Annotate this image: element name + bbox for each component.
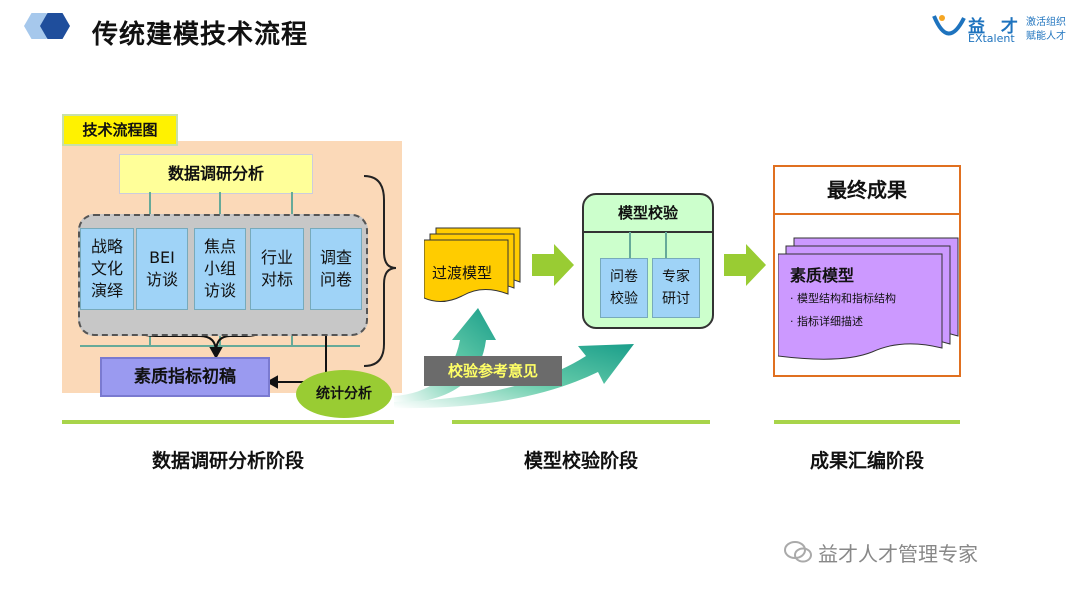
transition-model-stack — [424, 227, 521, 302]
stage-label-2: 模型校验阶段 — [523, 450, 638, 472]
method-survey: 调查 问卷 — [310, 228, 362, 310]
transition-model: 过渡模型 — [432, 264, 493, 282]
survey-validation: 问卷 校验 — [600, 258, 648, 318]
bullet-2-text: 指标详细描述 — [797, 315, 863, 328]
method-bei: BEI 访谈 — [136, 228, 188, 310]
logo-slogan-2: 赋能人才 — [1026, 31, 1066, 42]
method-strategy: 战略 文化 演绎 — [80, 228, 134, 310]
competency-model-stack — [778, 237, 959, 360]
bullet-1: · 模型结构和指标结构 — [790, 292, 896, 305]
arrow-right-icon-1 — [532, 244, 574, 286]
page-title: 传统建模技术流程 — [92, 20, 309, 50]
data-research-box: 数据调研分析 — [119, 154, 313, 194]
method-focus-group: 焦点 小组 访谈 — [194, 228, 246, 310]
stage-line-1 — [62, 420, 394, 424]
logo-sub: EXtalent — [968, 32, 1015, 45]
final-results-title: 最终成果 — [775, 167, 959, 215]
statistics-analysis: 统计分析 — [296, 370, 392, 418]
logo-slogan-1: 激活组织 — [1026, 17, 1066, 28]
wechat-icon — [784, 541, 812, 563]
stage-label-3: 成果汇编阶段 — [809, 450, 924, 472]
logo-brand: 益 才 — [968, 17, 1023, 37]
competency-model-title: 素质模型 — [790, 266, 855, 285]
logo: 益 才 EXtalent 激活组织 赋能人才 — [930, 10, 1070, 50]
logo-mark-icon — [932, 15, 966, 36]
feedback-label: 校验参考意见 — [424, 356, 562, 386]
method-benchmark: 行业 对标 — [250, 228, 304, 310]
draft-indicators: 素质指标初稿 — [100, 357, 270, 397]
expert-discussion: 专家 研讨 — [652, 258, 700, 318]
bullet-2: · 指标详细描述 — [790, 315, 863, 328]
flow-label: 技术流程图 — [62, 114, 178, 146]
stage-line-3 — [774, 420, 960, 424]
stage-label-1: 数据调研分析阶段 — [151, 450, 304, 472]
final-results-box — [773, 165, 961, 377]
validation-lines — [582, 231, 712, 258]
arrow-right-icon-2 — [724, 244, 766, 286]
watermark-text: 益才人才管理专家 — [818, 542, 978, 566]
stage-line-2 — [452, 420, 710, 424]
model-validation-title: 模型校验 — [617, 204, 678, 222]
bullet-1-text: 模型结构和指标结构 — [797, 292, 896, 305]
